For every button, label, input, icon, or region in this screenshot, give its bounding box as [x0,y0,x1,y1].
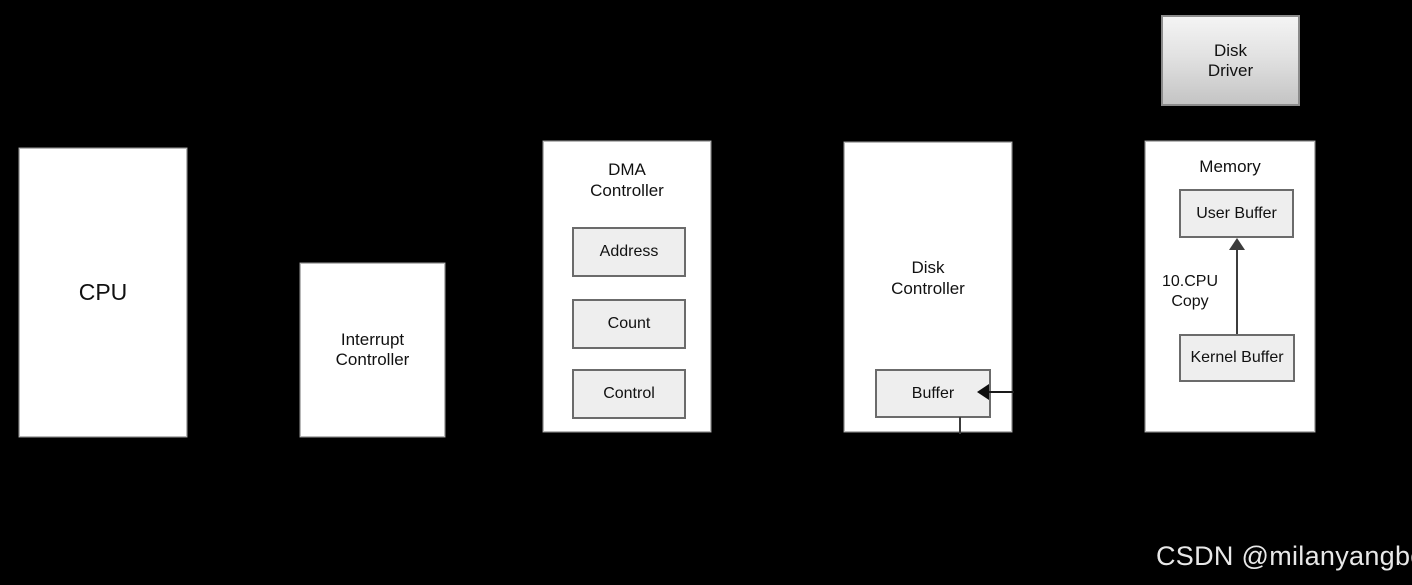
memory-user-buffer-label: User Buffer [1196,204,1277,222]
annotation-cpu-copy-line1: 10.CPU [1161,273,1219,290]
node-cpu[interactable]: CPU [19,148,187,437]
memory-kernel-buffer[interactable]: Kernel Buffer [1179,334,1295,382]
arrow-cpu-copy-icon [1229,238,1245,250]
node-dma-controller-title: DMA Controller [544,160,710,201]
node-dma-controller[interactable]: DMA Controller Address Count Control [543,141,711,432]
dma-register-control-label: Control [603,385,655,402]
connector-cpu-copy-line [1236,246,1238,334]
node-disk-driver-label-line1: Disk [1213,40,1248,60]
node-disk-driver[interactable]: Disk Driver [1161,15,1300,106]
watermark-text: CSDN @milanyangbo [1156,541,1412,571]
dma-register-address[interactable]: Address [572,227,686,277]
memory-user-buffer[interactable]: User Buffer [1179,189,1294,238]
node-disk-controller-title-line2: Controller [891,278,965,298]
node-cpu-label: CPU [78,279,128,305]
node-memory-title: Memory [1199,157,1261,176]
dma-register-control[interactable]: Control [572,369,686,419]
connector-buffer-to-disk [959,417,961,434]
node-interrupt-controller[interactable]: Interrupt Controller [300,263,445,437]
disk-controller-buffer-label: Buffer [911,384,955,402]
annotation-cpu-copy: 10.CPU Copy [1152,272,1228,311]
node-interrupt-controller-label-line2: Controller [335,350,410,369]
node-dma-controller-title-line2: Controller [590,180,664,200]
memory-kernel-buffer-label: Kernel Buffer [1190,349,1284,366]
connector-into-buffer-line [988,391,1014,393]
annotation-cpu-copy-line2: Copy [1171,292,1209,310]
node-disk-controller-title-line1: Disk [911,258,945,277]
arrow-into-buffer-icon [977,384,989,400]
dma-register-count-label: Count [607,315,651,332]
dma-register-address-label: Address [599,243,659,260]
disk-controller-buffer[interactable]: Buffer [875,369,991,418]
node-dma-controller-title-line1: DMA [608,160,646,179]
node-interrupt-controller-label-line1: Interrupt [340,330,405,349]
node-memory[interactable]: Memory User Buffer 10.CPU Copy Kernel Bu… [1145,141,1315,432]
dma-register-count[interactable]: Count [572,299,686,349]
node-disk-controller-title: Disk Controller [845,258,1011,299]
node-disk-driver-label-line2: Driver [1207,60,1254,80]
